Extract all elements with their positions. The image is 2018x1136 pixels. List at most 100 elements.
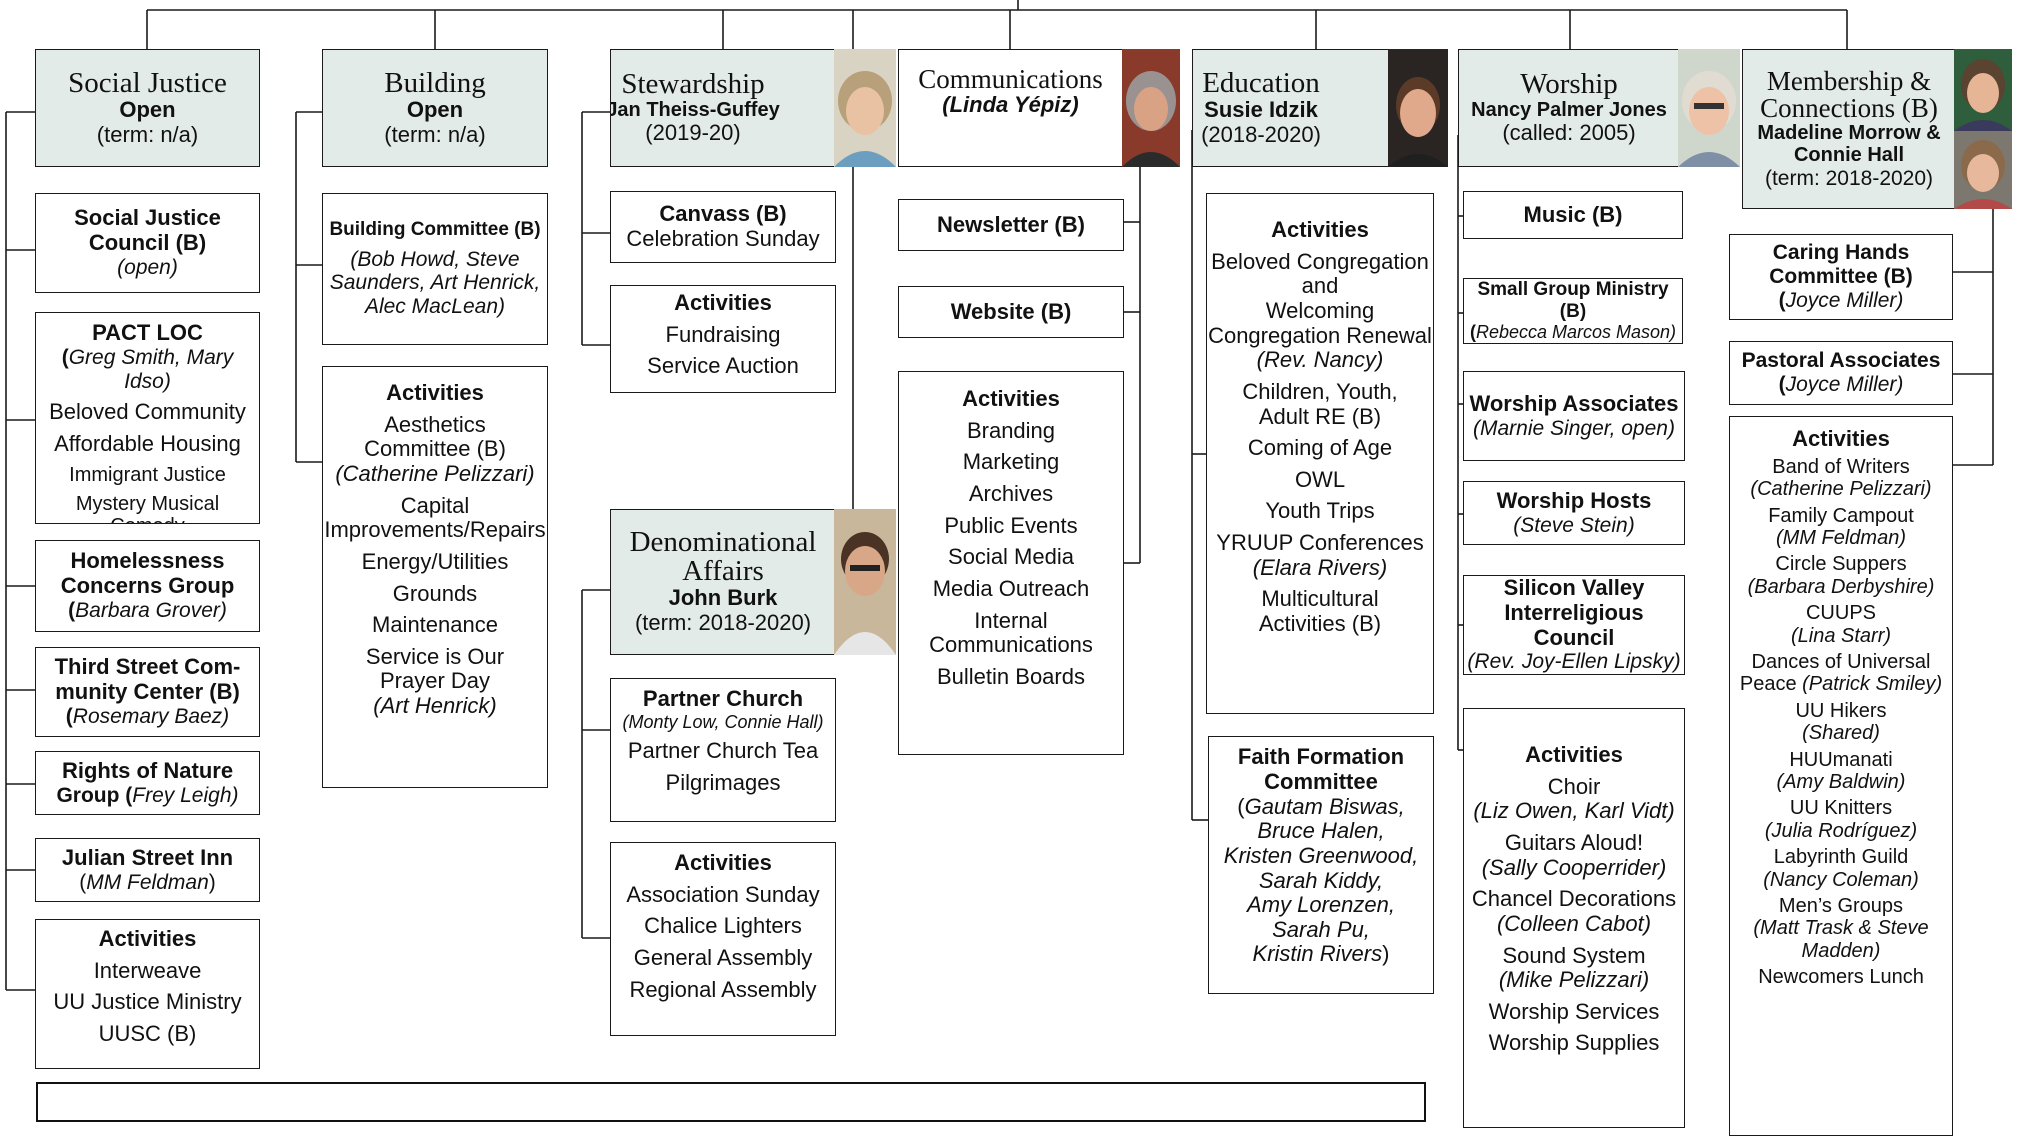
building-committee-people: Alec MacLean) xyxy=(364,295,506,319)
activity-item: Capital xyxy=(400,492,470,518)
silicon-valley-line1: Silicon Valley xyxy=(1503,575,1645,600)
council-title-line2: Council (B) xyxy=(88,230,207,256)
portrait-image xyxy=(1954,49,2012,131)
denominational-leader-photo xyxy=(834,509,896,655)
membership-leader-line1: Madeline Morrow & xyxy=(1757,121,1941,144)
worship-term: (called: 2005) xyxy=(1502,120,1636,146)
julian-people: MM Feldman xyxy=(86,870,209,894)
activity-item: Branding xyxy=(966,417,1056,443)
activity-person: (Matt Trask & Steve xyxy=(1753,917,1929,940)
building-activities-box: Activities Aesthetics Committee (B) (Cat… xyxy=(322,366,548,788)
activity-item: Family Campout xyxy=(1768,504,1914,527)
communications-header: Communications (Linda Yépiz) xyxy=(898,49,1123,167)
activity-item: UUSC (B) xyxy=(98,1021,197,1047)
social-justice-leader: Open xyxy=(119,96,176,122)
faith-person: Kristen Greenwood, xyxy=(1223,842,1419,868)
worship-title: Worship xyxy=(1520,67,1618,100)
activities-title: Activities xyxy=(1271,217,1369,242)
communications-activities-box: Activities Branding Marketing Archives P… xyxy=(898,371,1124,755)
rights-line1: Rights of Nature xyxy=(61,757,234,783)
activity-item: Children, Youth, xyxy=(1242,378,1398,404)
building-term: (term: n/a) xyxy=(384,121,486,147)
activity-item: CUUPS xyxy=(1805,602,1876,625)
small-group-title: Small Group Ministry (B) xyxy=(1477,279,1669,322)
homelessness-line1: Homelessness xyxy=(70,548,225,574)
activity-item: Improvements/Repairs xyxy=(324,517,546,543)
faith-person: Kristin Rivers xyxy=(1252,941,1383,967)
faith-person: Gautam Biswas, xyxy=(1244,793,1405,819)
denominational-term: (term: 2018-2020) xyxy=(634,610,812,635)
activity-item: Guitars Aloud! xyxy=(1504,830,1644,856)
activities-title: Activities xyxy=(1792,426,1890,451)
membership-leader-photo-2 xyxy=(1954,131,2012,209)
communications-leader-photo xyxy=(1122,49,1180,167)
newsletter-box: Newsletter (B) xyxy=(898,199,1124,251)
activity-item: Chalice Lighters xyxy=(644,913,802,939)
canvass-box: Canvass (B) Celebration Sunday xyxy=(610,191,836,263)
paren: ) xyxy=(1382,941,1390,967)
small-group-people: Rebecca Marcos Mason) xyxy=(1475,322,1677,343)
activity-item: OWL xyxy=(1294,466,1346,492)
activity-person: (Sally Cooperrider) xyxy=(1481,854,1667,880)
julian-title: Julian Street Inn xyxy=(61,844,234,870)
portrait-image xyxy=(834,49,896,167)
membership-header: Membership & Connections (B) Madeline Mo… xyxy=(1742,49,1956,209)
activity-item: UU Knitters xyxy=(1789,797,1893,820)
council-title-line1: Social Justice xyxy=(74,205,221,231)
education-leader-photo xyxy=(1388,49,1448,167)
activity-item: Circle Suppers xyxy=(1775,553,1907,576)
faith-person: Bruce Halen, xyxy=(1257,818,1385,844)
partner-church-title: Partner Church xyxy=(642,686,804,711)
activity-item: Newcomers Lunch xyxy=(1758,966,1924,989)
paren: ( xyxy=(1778,288,1786,312)
julian-people-line: (MM Feldman) xyxy=(79,871,216,895)
worship-header: Worship Nancy Palmer Jones (called: 2005… xyxy=(1458,49,1680,167)
council-people: (open) xyxy=(117,256,178,279)
activity-person: (Elara Rivers) xyxy=(1252,554,1388,580)
pact-loc-box: PACT LOC (Greg Smith, Mary Idso) Beloved… xyxy=(35,312,260,524)
activity-item: Archives xyxy=(968,481,1054,507)
website-title: Website (B) xyxy=(950,298,1072,324)
portrait-image xyxy=(1678,49,1740,167)
denominational-title-line1: Denominational xyxy=(629,526,817,559)
third-street-people-line: (Rosemary Baez) xyxy=(66,705,229,729)
caring-hands-line2: Committee (B) xyxy=(1769,265,1913,289)
activity-item: Chancel Decorations xyxy=(1471,886,1677,912)
building-header: Building Open (term: n/a) xyxy=(322,49,548,167)
faith-formation-title: Faith Formation xyxy=(1237,744,1405,769)
activity-item: Committee (B) xyxy=(364,436,506,462)
activity-item: UU Justice Ministry xyxy=(53,989,242,1015)
building-committee-box: Building Committee (B) (Bob Howd, Steve … xyxy=(322,193,548,345)
org-chart: Social Justice Open (term: n/a) Social J… xyxy=(5,0,2012,1136)
caring-hands-people: Joyce Miller) xyxy=(1785,288,1904,312)
activity-item: Media Outreach xyxy=(932,575,1090,601)
activity-item: Youth Trips xyxy=(1265,498,1375,524)
denominational-header: Denominational Affairs John Burk (term: … xyxy=(610,509,836,655)
activity-item: Labyrinth Guild xyxy=(1773,846,1909,869)
activity-item: Worship Supplies xyxy=(1488,1030,1660,1056)
canvass-title: Canvass (B) xyxy=(659,201,787,227)
homelessness-box: Homelessness Concerns Group (Barbara Gro… xyxy=(35,540,260,632)
communications-title: Communications xyxy=(918,64,1103,94)
pact-title: PACT LOC xyxy=(92,320,203,345)
activities-title: Activities xyxy=(674,290,772,315)
activity-person: (Liz Owen, Karl Vidt) xyxy=(1473,798,1675,824)
partner-church-box: Partner Church (Monty Low, Connie Hall) … xyxy=(610,678,836,822)
activity-item: Interweave xyxy=(93,957,202,983)
partner-church-people: (Monty Low, Connie Hall) xyxy=(622,711,824,732)
portrait-image xyxy=(834,509,896,655)
portrait-image xyxy=(1954,131,2012,209)
activity-item: Partner Church Tea xyxy=(627,738,819,764)
activity-person: (Mike Pelizzari) xyxy=(1498,967,1650,993)
education-title: Education xyxy=(1202,66,1320,99)
activities-title: Activities xyxy=(674,850,772,875)
activity-person: (MM Feldman) xyxy=(1775,527,1906,550)
building-committee-people: (Bob Howd, Steve xyxy=(350,247,520,271)
portrait-image xyxy=(1122,49,1180,167)
homelessness-people-line: (Barbara Grover) xyxy=(68,599,227,623)
pact-item: Affordable Housing xyxy=(54,430,241,456)
building-committee-title: Building Committee (B) xyxy=(329,219,541,241)
pastoral-people: Joyce Miller) xyxy=(1785,373,1904,396)
membership-activities-box: Activities Band of Writers (Catherine Pe… xyxy=(1729,416,1953,1136)
faith-person: Sarah Kiddy, xyxy=(1258,867,1384,893)
